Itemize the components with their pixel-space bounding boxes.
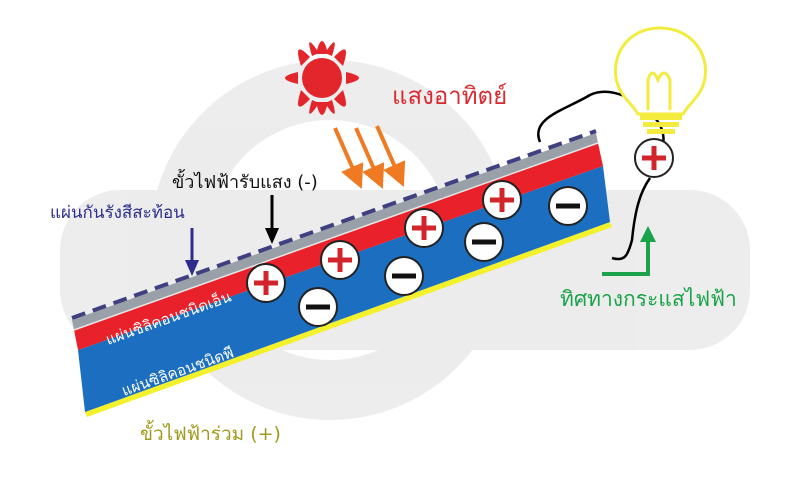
front-contact-label: ขั้วไฟฟ้ารับแสง (-) xyxy=(172,169,318,193)
charge-minus-3 xyxy=(464,222,504,262)
anti-reflective-arrow xyxy=(185,228,199,276)
front-contact-line xyxy=(73,142,599,331)
current-direction-label: ทิศทางกระแสไฟฟ้า xyxy=(560,287,737,311)
anti-reflective-label: แผ่นกันรังสีสะท้อน xyxy=(50,203,185,223)
charge-plus-2 xyxy=(320,240,360,280)
anti-reflective-layer xyxy=(72,133,598,330)
charge-plus-4 xyxy=(482,180,522,220)
back-contact-label: ขั้วไฟฟ้าร่วม (+) xyxy=(140,420,281,445)
light-bulb-icon xyxy=(613,26,708,134)
anti-reflective-dash-line xyxy=(71,129,597,320)
sun-icon xyxy=(285,41,359,115)
sunlight-arrows xyxy=(333,125,406,189)
charge-minus-1 xyxy=(298,287,338,327)
charge-plus-bulb xyxy=(634,138,674,178)
sunlight-label: แสงอาทิตย์ xyxy=(392,82,507,110)
charge-minus-2 xyxy=(384,256,424,296)
current-direction-arrow xyxy=(602,226,656,276)
charge-minus-4 xyxy=(548,186,588,226)
charge-plus-3 xyxy=(404,208,444,248)
back-contact-layer xyxy=(85,222,612,417)
front-contact-arrow xyxy=(265,195,279,244)
charge-plus-1 xyxy=(246,263,286,303)
